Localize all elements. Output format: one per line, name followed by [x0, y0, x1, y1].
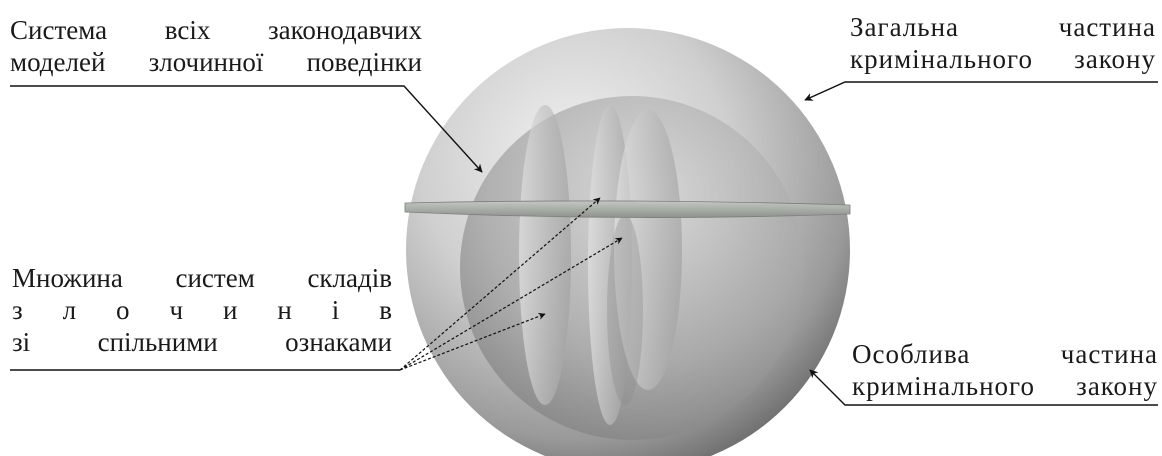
inner-discs	[519, 105, 682, 425]
label-line: Множина систем складів	[12, 262, 392, 294]
label-line: з л о ч и н і в	[12, 294, 392, 326]
label-special-part: Особлива частина кримінального закону	[852, 338, 1158, 402]
label-line: моделей злочинної поведінки	[10, 46, 422, 78]
label-line: зі спільними ознаками	[12, 326, 392, 358]
label-line: кримінального закону	[852, 370, 1158, 402]
label-line: Загальна частина	[850, 11, 1156, 43]
label-general-part: Загальна частина кримінального закону	[850, 11, 1156, 75]
label-line: Особлива частина	[852, 338, 1158, 370]
leader-top-right	[805, 82, 1158, 100]
label-line: Система всіх законодавчих	[10, 14, 422, 46]
label-crime-systems: Множина систем складів з л о ч и н і в з…	[12, 262, 392, 358]
label-all-models: Система всіх законодавчих моделей злочин…	[10, 14, 422, 78]
leader-top-left	[10, 86, 482, 172]
label-line: кримінального закону	[850, 43, 1156, 75]
